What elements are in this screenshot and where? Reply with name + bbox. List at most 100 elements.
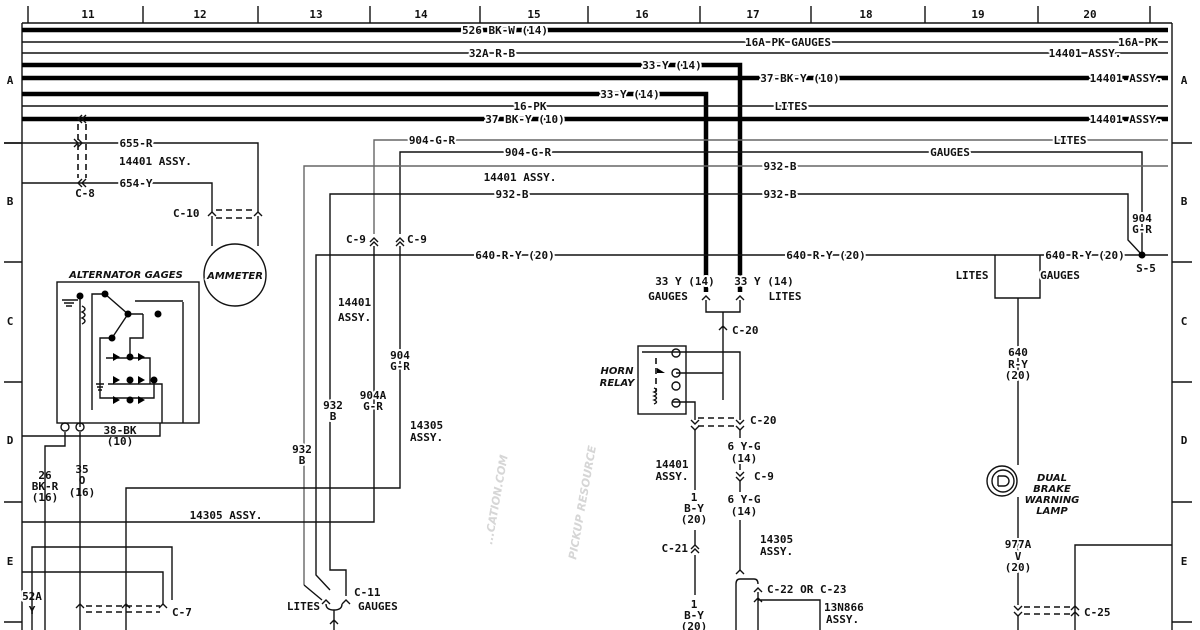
wire-label-640: 640 R-Y (20) [786, 249, 865, 262]
assy-label: ASSY. [655, 470, 688, 483]
wire-label-6yg: 6 Y-G [727, 493, 760, 506]
connector-c21: C-21 [662, 542, 689, 555]
lower-left-wires: C-7 [22, 423, 194, 630]
column-label: 16 [635, 8, 649, 21]
wire-label-904a: G-R [363, 400, 383, 413]
wire-label-640: 640-R-Y (20) [475, 249, 554, 262]
alternator-label: ALTERNATOR GAGES [68, 270, 183, 281]
wire-label-904: 904 [390, 349, 410, 362]
wire-label-37: 37 BK-Y (10) [485, 113, 564, 126]
wire-label-1by: B-Y [684, 609, 704, 622]
brake-lamp-label: WARNING [1025, 495, 1080, 506]
wire-label-640-vert: 640 [1008, 346, 1028, 359]
row-label: B [1181, 195, 1188, 208]
connector-c9-pair: C-9 C-9 [344, 231, 429, 248]
wire-label-904-a: 904-G-R [409, 134, 456, 147]
brake-lamp-label: DUAL [1037, 473, 1067, 484]
wire-label-932: 932 [292, 443, 312, 456]
connector-c8-label: C-8 [75, 187, 95, 200]
column-label: 12 [193, 8, 206, 21]
connector-c20: C-20 [750, 414, 777, 427]
wire-label-1by: 1 [691, 598, 698, 611]
wire-label-35: O [79, 474, 86, 487]
wire-label-904: G-R [390, 360, 410, 373]
wire-label-640-vert: (20) [1005, 369, 1032, 382]
wire-label-37-assy: 14401 ASSY. [1090, 72, 1163, 85]
wire-label-932-a: 932-B [763, 160, 796, 173]
wire-label-977a: V [1015, 550, 1022, 563]
horn-relay-area: 33 Y (14) GAUGES 33 Y (14) LITES C-20 HO… [598, 273, 866, 630]
watermark-main: ...CATION.COM [482, 454, 511, 546]
wire-label-640: 640 R-Y (20) [1045, 249, 1124, 262]
column-label: 17 [746, 8, 759, 21]
assy-label: 14401 ASSY. [484, 171, 557, 184]
wire-label-16a-pk: 16A PK [1118, 36, 1158, 49]
wire-labels: 526 BK-W (14) 16A PK GAUGES 16A PK 32A R… [20, 22, 1164, 619]
wire-label-932-b: 932-B [495, 188, 528, 201]
wire-label-904a: 904A [360, 389, 387, 402]
column-label: 15 [527, 8, 540, 21]
row-label: D [7, 434, 14, 447]
row-label: A [1181, 74, 1188, 87]
wire-label-33-gauges: GAUGES [648, 290, 688, 303]
wire-label-32a-assy: 14401 ASSY. [1049, 47, 1122, 60]
assy-label: ASSY. [826, 613, 859, 626]
wire-label-932: B [299, 454, 306, 467]
wire-label-655: 655-R [119, 137, 152, 150]
wire-label-37-bky: 37-BK-Y (10) [760, 72, 839, 85]
right-lites-label: LITES [955, 269, 988, 282]
assy-label: 14401 [338, 296, 371, 309]
row-label: B [7, 195, 14, 208]
wire-label-6yg: (14) [731, 505, 758, 518]
wire-label-16pk-lites: LITES [774, 100, 807, 113]
assy-label: 14401 ASSY. [119, 155, 192, 168]
wire-label-654: 654-Y [119, 177, 152, 190]
grid-frame: 11 12 13 14 15 16 17 18 19 20 A B C D E … [4, 6, 1192, 630]
wire-label-33-lites: 33 Y (14) [734, 275, 794, 288]
wire-label-1by: 1 [691, 491, 698, 504]
brake-lamp-label: LAMP [1036, 506, 1068, 517]
wire-label-932: B [330, 410, 337, 423]
horn-relay-label: HORN [601, 366, 635, 377]
watermark-sub: PICKUP RESOURCE [566, 444, 599, 560]
wire-label-1by: (20) [681, 620, 708, 630]
wire-label-640-vert: R-Y [1008, 358, 1028, 371]
watermark-sub-group: PICKUP RESOURCE [566, 444, 599, 560]
wire-label-904-b: 904-G-R [505, 146, 552, 159]
wire-label-977a: (20) [1005, 561, 1032, 574]
wire-label-16a-gauges: 16A PK GAUGES [745, 36, 831, 49]
wire-label-37b-assy: 14401 ASSY. [1090, 113, 1163, 126]
ammeter-label: AMMETER [206, 271, 263, 282]
connector-c25: C-25 [1084, 606, 1111, 619]
connector-c11-label: C-11 [354, 586, 381, 599]
wire-label-1by: B-Y [684, 502, 704, 515]
horn-relay-label: RELAY [600, 378, 636, 389]
wire-label-35: 35 [75, 463, 88, 476]
wire-label-6yg: (14) [731, 452, 758, 465]
column-label: 11 [81, 8, 95, 21]
assy-label: 14401 [655, 458, 688, 471]
column-label: 13 [309, 8, 322, 21]
connector-c11-lites: LITES [287, 600, 320, 613]
wire-label-35: (16) [69, 486, 96, 499]
wire-label-932-b: 932-B [763, 188, 796, 201]
watermark: ...CATION.COM [482, 454, 511, 546]
connector-c9: C-9 [407, 233, 427, 246]
row-label: E [1181, 555, 1188, 568]
wire-label-33-second: 33-Y (14) [600, 88, 660, 101]
wires [4, 27, 1168, 630]
assy-label: 14305 [410, 419, 443, 432]
wire-label-6yg: 6 Y-G [727, 440, 760, 453]
right-gauges-label: GAUGES [1040, 269, 1080, 282]
connector-c11: LITES C-11 GAUGES [285, 540, 400, 630]
connector-c9: C-9 [754, 470, 774, 483]
row-label: A [7, 74, 14, 87]
wire-label-977a: 977A [1005, 538, 1032, 551]
ammeter: AMMETER C-10 [171, 205, 267, 307]
wire-label-16pk: 16-PK [513, 100, 546, 113]
wire-label-38bk: 38-BK [103, 424, 136, 437]
assy-label: ASSY. [338, 311, 371, 324]
row-label: D [1181, 434, 1188, 447]
wire-label-1by: (20) [681, 513, 708, 526]
